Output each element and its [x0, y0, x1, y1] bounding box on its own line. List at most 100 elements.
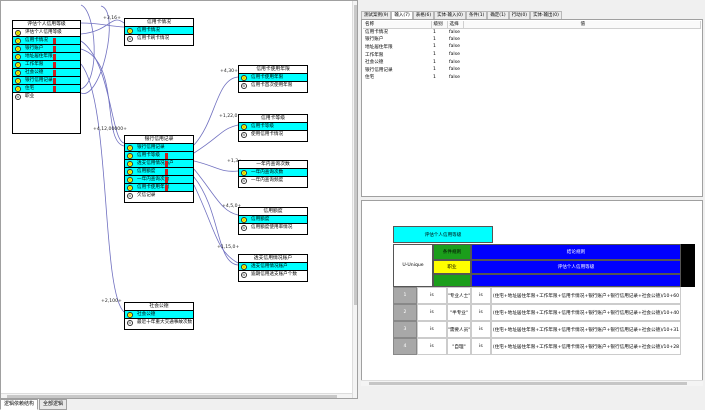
tab-logic-dependency[interactable]: 逻辑依赖结构	[0, 399, 39, 410]
horizontal-scrollbar[interactable]	[1, 393, 352, 398]
row-label: 信用卡使用年限	[251, 75, 284, 80]
node-row[interactable]: ⊙逾期信用透支账户个数	[239, 271, 307, 281]
variable-icon: ⊙	[241, 132, 247, 138]
hit-policy[interactable]: U-Unique	[393, 244, 433, 287]
condition-value[interactable]: "需要人员"	[447, 321, 471, 338]
operator: is	[417, 287, 447, 304]
vertical-scrollbar[interactable]	[352, 1, 357, 398]
scroll-thumb[interactable]	[354, 5, 357, 305]
node-row[interactable]: ⊙使用信用卡情况	[239, 131, 307, 141]
node-row[interactable]: ⊙职业	[13, 93, 80, 133]
operator: is	[417, 338, 447, 355]
conclusion-formula[interactable]: (住宅+地址居住年限+工作年限+信用卡情况+银行账户+银行信用记录+社会公德)/…	[491, 304, 681, 321]
node-row[interactable]: ⊙信用卡刷卡情况	[125, 35, 193, 45]
link-marker	[53, 46, 56, 52]
conclusion-formula[interactable]: (住宅+地址居住年限+工作年限+信用卡情况+银行账户+银行信用记录+社会公德)/…	[491, 321, 681, 338]
value-cell[interactable]	[463, 36, 701, 44]
value-cell[interactable]	[463, 28, 701, 36]
column-header[interactable]: 名称	[363, 21, 432, 29]
value-cell[interactable]	[463, 74, 701, 82]
column-header[interactable]: 级别	[431, 21, 448, 29]
scroll-thumb[interactable]	[7, 395, 337, 398]
value-cell[interactable]	[463, 51, 701, 59]
link-marker	[165, 177, 168, 183]
tab-all-logic[interactable]: 全部逻辑	[39, 399, 68, 410]
row-label: 最近十年重大交通事故次数	[137, 320, 193, 325]
node-row[interactable]: ⊙信用卡首次使用年限	[239, 82, 307, 92]
row-label: 一年内查询次数	[251, 170, 284, 175]
variable-icon: i	[15, 78, 21, 84]
condition-value[interactable]: "专业人士"	[447, 287, 471, 304]
node-row[interactable]: ⊙欠信记录	[125, 192, 193, 202]
cell: 信用卡情况	[365, 30, 388, 36]
decision-table-title: 评估个人信用等级	[393, 226, 493, 243]
node-row[interactable]: ⊙信用额度使用率情况	[239, 224, 307, 234]
rule-number: 3	[393, 321, 417, 338]
condition-value[interactable]: "自理"	[447, 338, 471, 355]
rule-number: 2	[393, 304, 417, 321]
diagram-canvas[interactable]: +3,16+ +4,30+ +4,12,00000+ +1,22,0+ +1,3…	[0, 0, 358, 399]
conclusion-formula[interactable]: (住宅+地址居住年限+工作年限+信用卡情况+银行账户+银行信用记录+社会公德)/…	[491, 338, 681, 355]
conclusion-column[interactable]: 评估个人信用等级	[471, 260, 681, 274]
node-row[interactable]: ⊙一年内查询频度	[239, 177, 307, 187]
scroll-thumb[interactable]	[369, 382, 687, 385]
value-cell[interactable]	[463, 43, 701, 51]
conclusion-formula[interactable]: (住宅+地址居住年限+工作年限+信用卡情况+银行账户+银行信用记录+社会公德)/…	[491, 287, 681, 304]
node-row[interactable]: ⊙最近十年重大交通事故次数	[125, 319, 193, 329]
variable-icon: ⊙	[241, 178, 247, 184]
condition-value[interactable]: "半专业"	[447, 304, 471, 321]
conclusion-spacer	[471, 274, 681, 287]
value-cell[interactable]	[463, 58, 701, 66]
link-marker	[53, 62, 56, 68]
value-cell[interactable]	[463, 66, 701, 74]
edge-label: +1,22,0+	[219, 114, 242, 119]
edge-label: +1,3+	[227, 159, 243, 164]
row-label: 逾期信用透支账户个数	[251, 272, 297, 277]
operator: is	[417, 321, 447, 338]
variable-icon: i	[15, 46, 21, 52]
variable-icon: i	[15, 54, 21, 60]
report-horizontal-scrollbar[interactable]	[361, 380, 703, 386]
column-header[interactable]: 选择	[447, 21, 464, 29]
column-header[interactable]: 值	[463, 21, 701, 29]
cell: false	[449, 59, 460, 65]
condition-column[interactable]: 职业	[433, 260, 471, 274]
